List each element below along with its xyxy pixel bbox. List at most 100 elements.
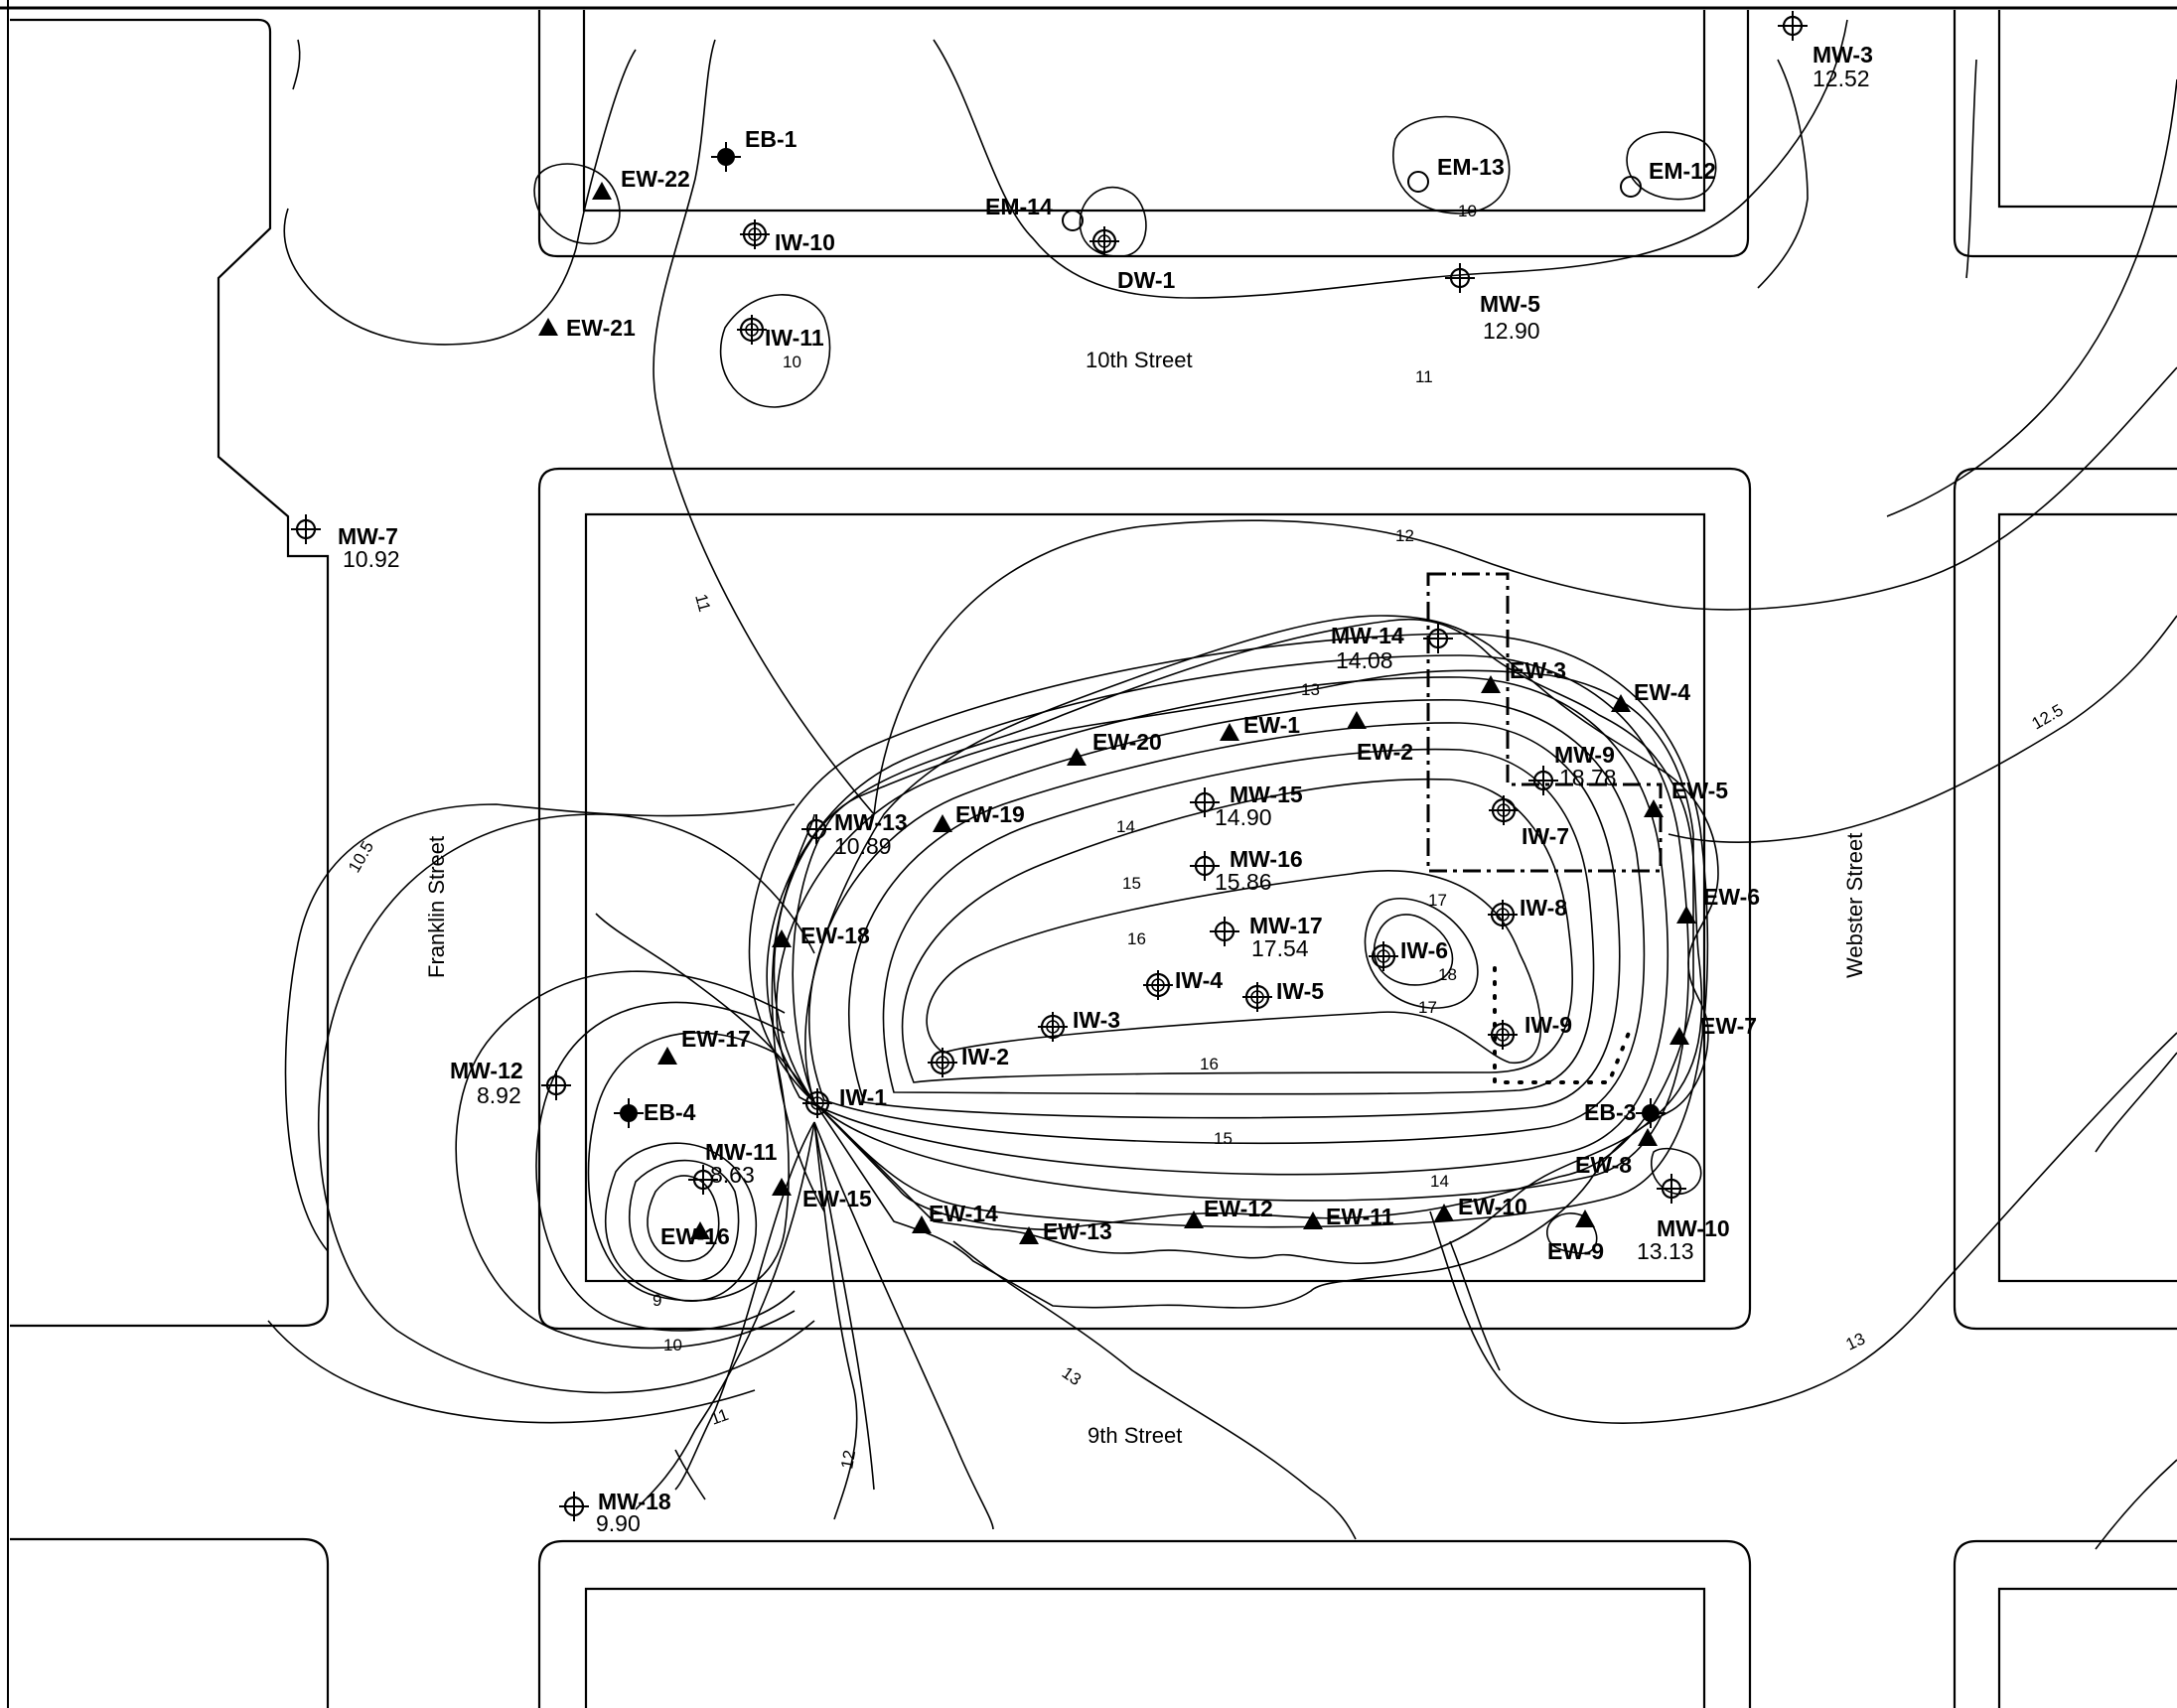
well-mw-9[interactable]: MW-918.78 <box>1528 742 1617 795</box>
well-label: EW-19 <box>955 801 1025 827</box>
well-mw-3[interactable]: MW-312.52 <box>1778 11 1873 91</box>
well-label: EW-14 <box>929 1201 998 1226</box>
extraction-well-icon <box>772 1178 792 1196</box>
well-label: EM-13 <box>1437 154 1505 180</box>
extraction-well-icon <box>1644 799 1664 817</box>
contour-label: 11 <box>1415 367 1433 386</box>
well-mw-18[interactable]: MW-189.90 <box>559 1489 671 1536</box>
well-ew-2[interactable]: EW-2 <box>1347 711 1413 765</box>
well-ew-5[interactable]: EW-5 <box>1644 778 1728 817</box>
contour-label: 17 <box>1418 998 1437 1017</box>
extraction-well-icon <box>538 318 558 336</box>
em-point-icon <box>1620 176 1642 198</box>
extraction-well-icon <box>1611 694 1631 712</box>
well-mw-11[interactable]: MW-118.63 <box>688 1139 778 1195</box>
well-ew-3[interactable]: EW-3 <box>1481 657 1566 693</box>
well-iw-9[interactable]: IW-9 <box>1488 1012 1572 1050</box>
well-label: EW-6 <box>1703 884 1760 910</box>
well-ew-15[interactable]: EW-15 <box>772 1178 872 1211</box>
well-dw-1[interactable]: DW-1 <box>1089 226 1176 293</box>
street-label-9th: 9th Street <box>1088 1423 1182 1448</box>
well-label: EB-4 <box>644 1099 696 1125</box>
well-iw-4[interactable]: IW-4 <box>1143 967 1223 1000</box>
well-ew-17[interactable]: EW-17 <box>657 1026 751 1065</box>
well-iw-11[interactable]: IW-11 <box>737 315 824 351</box>
well-ew-12[interactable]: EW-12 <box>1184 1196 1273 1228</box>
water-level-value: 17.54 <box>1251 935 1309 961</box>
well-ew-21[interactable]: EW-21 <box>538 315 636 341</box>
well-iw-2[interactable]: IW-2 <box>928 1044 1009 1077</box>
water-level-value: 15.86 <box>1215 869 1272 895</box>
well-ew-10[interactable]: EW-10 <box>1434 1194 1527 1221</box>
well-mw-12[interactable]: MW-128.92 <box>450 1058 571 1108</box>
well-mw-7[interactable]: MW-710.92 <box>291 514 400 572</box>
well-eb-3[interactable]: EB-3 <box>1584 1098 1666 1128</box>
block-top-right <box>1953 10 2177 258</box>
well-em-13[interactable]: EM-13 <box>1407 154 1505 193</box>
well-label: EW-22 <box>621 166 690 192</box>
well-iw-6[interactable]: IW-6 <box>1369 937 1448 971</box>
contour-label: 11 <box>708 1405 731 1429</box>
well-ew-22[interactable]: EW-22 <box>592 166 690 200</box>
well-ew-20[interactable]: EW-20 <box>1067 729 1162 766</box>
well-ew-13[interactable]: EW-13 <box>1019 1218 1112 1244</box>
block-center-inner <box>584 512 1706 1283</box>
well-ew-6[interactable]: EW-6 <box>1676 884 1760 924</box>
well-ew-8[interactable]: EW-8 <box>1575 1128 1658 1178</box>
contour-label: 17 <box>1428 891 1447 910</box>
street-label-webster: Webster Street <box>1842 833 1867 978</box>
well-em-12[interactable]: EM-12 <box>1620 158 1716 198</box>
well-em-14[interactable]: EM-14 <box>985 194 1084 231</box>
well-ew-19[interactable]: EW-19 <box>933 801 1025 832</box>
well-label: IW-4 <box>1175 967 1223 993</box>
well-ew-18[interactable]: EW-18 <box>772 923 870 948</box>
block-top-middle-inner <box>582 10 1706 213</box>
well-label: EB-3 <box>1584 1099 1636 1125</box>
well-ew-4[interactable]: EW-4 <box>1611 679 1690 712</box>
contour-label: 12 <box>1395 526 1414 545</box>
well-iw-1[interactable]: IW-1 <box>802 1084 887 1118</box>
well-label: EW-10 <box>1458 1194 1527 1219</box>
block-right-middle-inner <box>1997 512 2177 1283</box>
well-ew-9[interactable]: EW-9 <box>1547 1210 1604 1264</box>
well-iw-7[interactable]: IW-7 <box>1489 795 1569 849</box>
block-left-bottom <box>10 1537 330 1708</box>
water-level-value: 10.89 <box>834 833 892 859</box>
well-mw-5[interactable]: MW-512.90 <box>1445 263 1540 344</box>
well-label: MW-15 <box>1230 782 1303 807</box>
extraction-well-icon <box>1638 1128 1658 1146</box>
water-level-value: 12.52 <box>1813 66 1870 91</box>
well-label: MW-10 <box>1657 1215 1730 1241</box>
well-ew-1[interactable]: EW-1 <box>1220 712 1300 741</box>
well-eb-4[interactable]: EB-4 <box>614 1098 696 1128</box>
water-level-value: 14.90 <box>1215 804 1272 830</box>
well-ew-16[interactable]: EW-16 <box>660 1221 730 1249</box>
contour-label: 15 <box>1214 1129 1233 1148</box>
well-label: IW-10 <box>775 229 835 255</box>
em-point-icon <box>1062 210 1084 231</box>
contour-label: 10 <box>783 353 801 371</box>
contour-label: 10 <box>1458 202 1477 220</box>
contour-label: 18 <box>1438 965 1457 984</box>
well-label: MW-16 <box>1230 846 1303 872</box>
well-ew-11[interactable]: EW-11 <box>1303 1204 1394 1229</box>
well-iw-5[interactable]: IW-5 <box>1242 978 1324 1012</box>
contour-label: 10.5 <box>345 838 377 876</box>
well-ew-14[interactable]: EW-14 <box>912 1201 998 1233</box>
well-iw-3[interactable]: IW-3 <box>1038 1007 1120 1042</box>
well-label: MW-17 <box>1249 913 1323 938</box>
well-eb-1[interactable]: EB-1 <box>711 126 798 172</box>
well-ew-7[interactable]: EW-7 <box>1669 1013 1757 1045</box>
extraction-well-icon <box>1220 723 1239 741</box>
well-iw-10[interactable]: IW-10 <box>740 219 835 255</box>
well-iw-8[interactable]: IW-8 <box>1488 895 1567 929</box>
contour-label: 11 <box>691 592 714 614</box>
extraction-well-icon <box>1303 1211 1323 1229</box>
